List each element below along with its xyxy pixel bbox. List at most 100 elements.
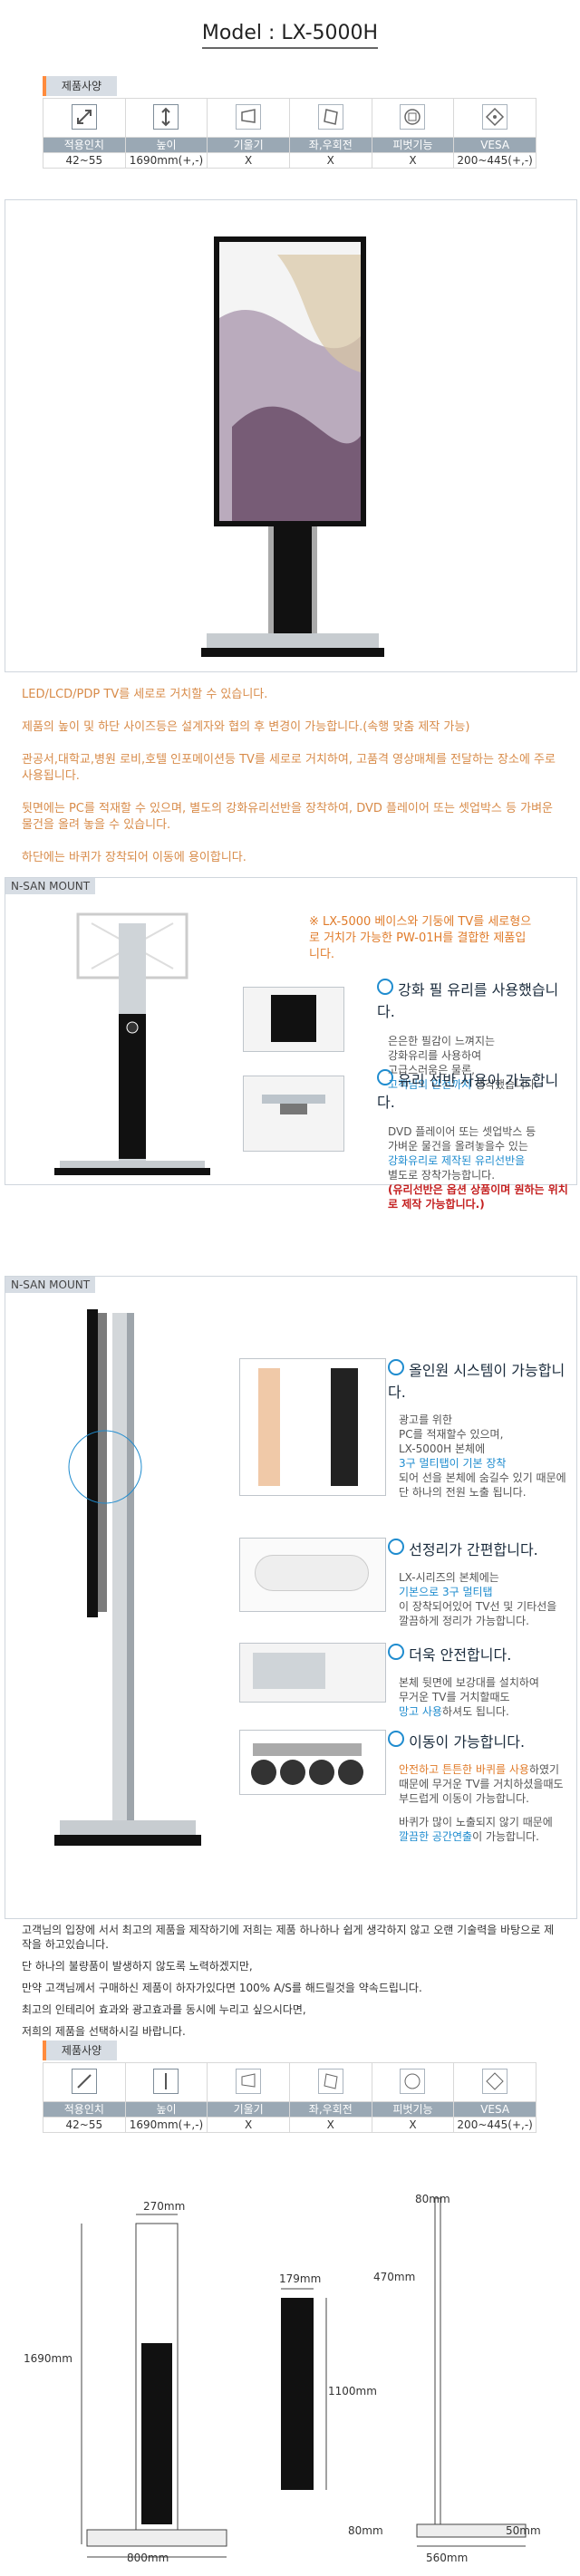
feature-line: 광고를 위한 bbox=[399, 1413, 453, 1426]
spec-value: X bbox=[371, 152, 455, 169]
spec-header: 적용인치 bbox=[43, 137, 126, 153]
spec-icon-cell bbox=[43, 2062, 126, 2102]
feature-tail: 하셔도 됩니다. bbox=[441, 1705, 509, 1718]
feature-title: 강화 필 유리를 사용했습니다. bbox=[377, 978, 567, 1021]
section-label: N-SAN MOUNT bbox=[5, 1277, 96, 1293]
diagonal-arrow-icon bbox=[71, 2068, 97, 2094]
spec-header: 기울기 bbox=[207, 2101, 290, 2118]
dimension-panel-width: 179mm bbox=[279, 2272, 322, 2285]
notice: 고객님의 입장에 서서 최고의 제품을 제작하기에 저희는 제품 하나하나 쉽게… bbox=[22, 1923, 556, 2046]
side-view bbox=[416, 2197, 527, 2547]
spec-header: 좌,우회전 bbox=[288, 137, 372, 153]
spec-value: 200~445(+,-) bbox=[453, 152, 536, 169]
spec-table-1: 적용인치 높이 기울기 좌,우회전 피벗기능 VESA 42~55 1690mm… bbox=[43, 98, 536, 169]
feature-highlight: 망고 사용 bbox=[399, 1705, 442, 1718]
wheels-thumbnail bbox=[239, 1730, 386, 1795]
spec-value: X bbox=[288, 2117, 372, 2133]
spec-table-2: 적용인치 높이 기울기 좌,우회전 피벗기능 VESA 42~55 1690mm… bbox=[43, 2062, 536, 2133]
vesa-icon bbox=[482, 2068, 508, 2094]
shelf-image bbox=[262, 1095, 325, 1104]
feature-extra: 바퀴가 많이 노출되지 않기 때문에 bbox=[399, 1816, 553, 1828]
description-line: 하단에는 바퀴가 장착되어 이동에 용이합니다. bbox=[22, 851, 246, 864]
stand-side-illustration bbox=[54, 1309, 201, 1846]
title-wrap: Model : LX-5000H bbox=[0, 22, 580, 49]
spec-icon-cell bbox=[124, 98, 208, 138]
description-line: 뒷면에는 PC를 적재할 수 있으며, 별도의 강화유리선반을 장착하여, DV… bbox=[22, 802, 553, 832]
dimension-upper-gap: 470mm bbox=[373, 2271, 416, 2283]
feature-tail: 하였기 때문에 무거운 TV를 거치하셨을때도 부드럽게 이동이 가능합니다. bbox=[399, 1763, 564, 1805]
wheels-image bbox=[251, 1743, 363, 1785]
feature-tail: 이 가능합니다. bbox=[472, 1830, 539, 1843]
feature-line: 은은한 필감이 느껴지는 bbox=[388, 1035, 496, 1047]
check-icon bbox=[388, 1359, 404, 1375]
description: LED/LCD/PDP TV를 세로로 거치할 수 있습니다. 제품의 높이 및… bbox=[22, 687, 556, 883]
spec-value: X bbox=[207, 2117, 290, 2133]
spec-value: 42~55 bbox=[43, 2117, 126, 2133]
feature-wheels: 이동이 가능합니다. 안전하고 튼튼한 바퀴를 사용하였기 때문에 무거운 TV… bbox=[388, 1730, 569, 1844]
feature-section-1: N-SAN MOUNT ※ LX-5000 베이스와 기둥에 TV를 세로형으로… bbox=[5, 877, 577, 1211]
notice-line: 최고의 인테리어 효과와 광고효과를 동시에 누리고 싶으시다면, bbox=[22, 2003, 306, 2016]
spec-header: 기울기 bbox=[207, 137, 290, 153]
shelf-thumbnail bbox=[243, 1076, 344, 1152]
glass-thumbnail bbox=[243, 987, 344, 1052]
pivot-icon bbox=[400, 2068, 426, 2094]
page-title: Model : LX-5000H bbox=[201, 22, 379, 49]
description-line: 관공서,대학교,병원 로비,호텔 인포메이션등 TV를 세로로 거치하여, 고품… bbox=[22, 753, 556, 783]
dvd-image bbox=[280, 1104, 307, 1114]
spec-value: 42~55 bbox=[43, 152, 126, 169]
feature-tail: 별도로 장착가능합니다. bbox=[388, 1169, 496, 1182]
rotate-icon bbox=[317, 103, 343, 130]
feature-title: 이동이 가능합니다. bbox=[388, 1730, 569, 1751]
rotate-icon bbox=[317, 2068, 343, 2094]
feature-text: DVD 플레이어 또는 셋업박스 등 가벼운 물건을 올려놓을수 있는 강화유리… bbox=[377, 1124, 572, 1211]
spec-icon-cell bbox=[288, 2062, 372, 2102]
spec-value: 200~445(+,-) bbox=[453, 2117, 536, 2133]
feature-safety: 더욱 안전합니다. 본체 뒷면에 보강대를 설치하여 무거운 TV를 거치할때도… bbox=[388, 1643, 569, 1719]
spec-value: X bbox=[371, 2117, 455, 2133]
front-view bbox=[81, 2214, 227, 2558]
feature-line: LX-5000H 본체에 bbox=[399, 1442, 486, 1455]
notice-line: 저희의 제품을 선택하시길 바랍니다. bbox=[22, 2025, 186, 2038]
spec-value: 1690mm(+,-) bbox=[124, 2117, 208, 2133]
spec-icon-cell bbox=[453, 2062, 536, 2102]
dimension-base-height: 50mm bbox=[506, 2524, 541, 2537]
spec-header: 높이 bbox=[124, 137, 208, 153]
feature-line: 가벼운 물건을 올려놓을수 있는 bbox=[388, 1140, 528, 1153]
spec-header: 높이 bbox=[124, 2101, 208, 2118]
dimension-base-depth: 560mm bbox=[426, 2552, 469, 2564]
feature-tail: 이 장착되어있어 TV선 및 기타선을 깔끔하게 정리가 가능합니다. bbox=[399, 1600, 557, 1627]
section1-intro: ※ LX-5000 베이스와 기둥에 TV를 세로형으로 거치가 가능한 PW-… bbox=[309, 915, 532, 961]
feature-glass: 강화 필 유리를 사용했습니다. 은은한 필감이 느껴지는 강화유리를 사용하여… bbox=[377, 978, 567, 1092]
feature-highlight: 강화유리로 제작된 유리선반을 bbox=[388, 1154, 526, 1167]
feature-line: 고급스러움은 물론, bbox=[388, 1064, 475, 1076]
feature-title: 더욱 안전합니다. bbox=[388, 1643, 569, 1664]
product-photo-panel bbox=[5, 199, 577, 672]
pc-image bbox=[258, 1368, 280, 1486]
spec-icon-cell bbox=[43, 98, 126, 138]
feature-text: LX-시리즈의 본체에는 기본으로 3구 멀티탭 이 장착되어있어 TV선 및 … bbox=[388, 1570, 569, 1628]
notice-line: 고객님의 입장에 서서 최고의 제품을 제작하기에 저희는 제품 하나하나 쉽게… bbox=[22, 1924, 555, 1951]
feature-highlight: 고객님의 안전까지 bbox=[388, 1078, 472, 1091]
spec-tag: 제품사양 bbox=[43, 76, 117, 96]
check-icon bbox=[377, 1069, 393, 1085]
glass-panel-image bbox=[271, 995, 316, 1042]
feature-text: 본체 뒷면에 보강대를 설치하여 무거운 TV를 거치할때도 망고 사용하셔도 … bbox=[388, 1675, 569, 1719]
dimension-drawings: 270mm 1690mm 800mm 179mm 1100mm 80mm 470… bbox=[0, 2171, 580, 2570]
spec-icon-cell bbox=[371, 2062, 455, 2102]
description-line: LED/LCD/PDP TV를 세로로 거치할 수 있습니다. bbox=[22, 688, 268, 701]
feature-tail: 되어 선을 본체에 숨길수 있기 때문에 단 하나의 전원 노출 됩니다. bbox=[399, 1471, 566, 1499]
dimension-panel-height: 1100mm bbox=[328, 2385, 377, 2398]
pivot-icon bbox=[400, 103, 426, 130]
feature-shelf: 유리 선반 사용이 가능합니다. DVD 플레이어 또는 셋업박스 등 가벼운 … bbox=[377, 1068, 572, 1211]
feature-title: 선정리가 간편합니다. bbox=[388, 1538, 569, 1559]
spec-icon-cell bbox=[288, 98, 372, 138]
spec-icon-cell bbox=[453, 98, 536, 138]
feature-line: 강화유리를 사용하여 bbox=[388, 1049, 482, 1062]
dimension-height-total: 1690mm bbox=[24, 2352, 72, 2365]
feature-highlight: 안전하고 튼튼한 바퀴를 사용 bbox=[399, 1763, 529, 1776]
support-image bbox=[253, 1653, 325, 1689]
feature-highlight: 깔끔한 공간연출 bbox=[399, 1830, 473, 1843]
feature-warning: (유리선반은 옵션 상품이며 원하는 위치로 제작 가능합니다.) bbox=[388, 1183, 568, 1211]
spec-tag: 제품사양 bbox=[43, 2041, 117, 2060]
feature-highlight: 3구 멀티탭이 기본 장착 bbox=[399, 1457, 507, 1470]
